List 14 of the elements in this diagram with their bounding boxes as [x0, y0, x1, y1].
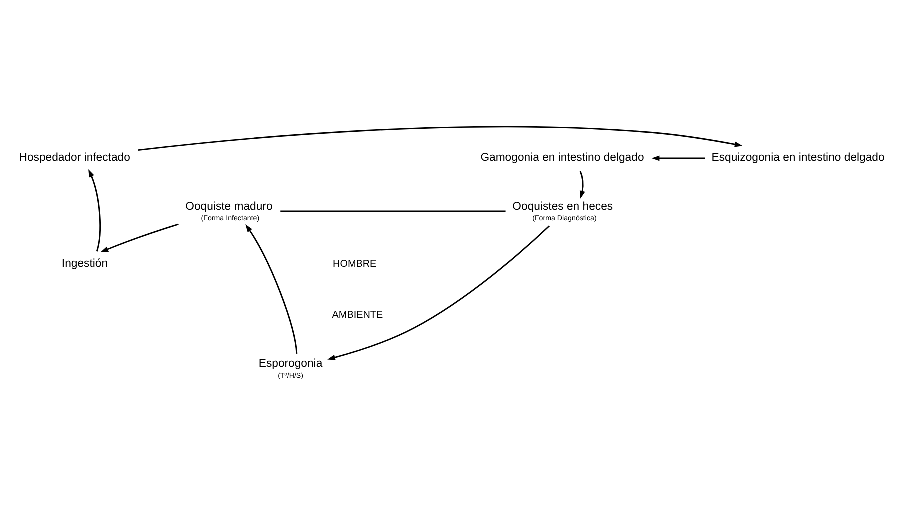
arrow: [88, 168, 101, 252]
connector: [280, 210, 506, 212]
node-text: Gamogonia en intestino delgado: [480, 152, 644, 164]
arrow: [652, 155, 706, 161]
label: AMBIENTE: [332, 310, 384, 321]
arrow: [138, 126, 743, 151]
node-text: Ingestión: [62, 258, 108, 270]
arrow: [246, 224, 298, 354]
node-text: Hospedador infectado: [19, 152, 130, 164]
arrow: [100, 223, 179, 252]
arrow: [580, 170, 586, 198]
node-text: Esquizogonia en intestino delgado: [712, 152, 885, 164]
label: HOMBRE: [333, 258, 377, 270]
arrow: [328, 225, 550, 360]
